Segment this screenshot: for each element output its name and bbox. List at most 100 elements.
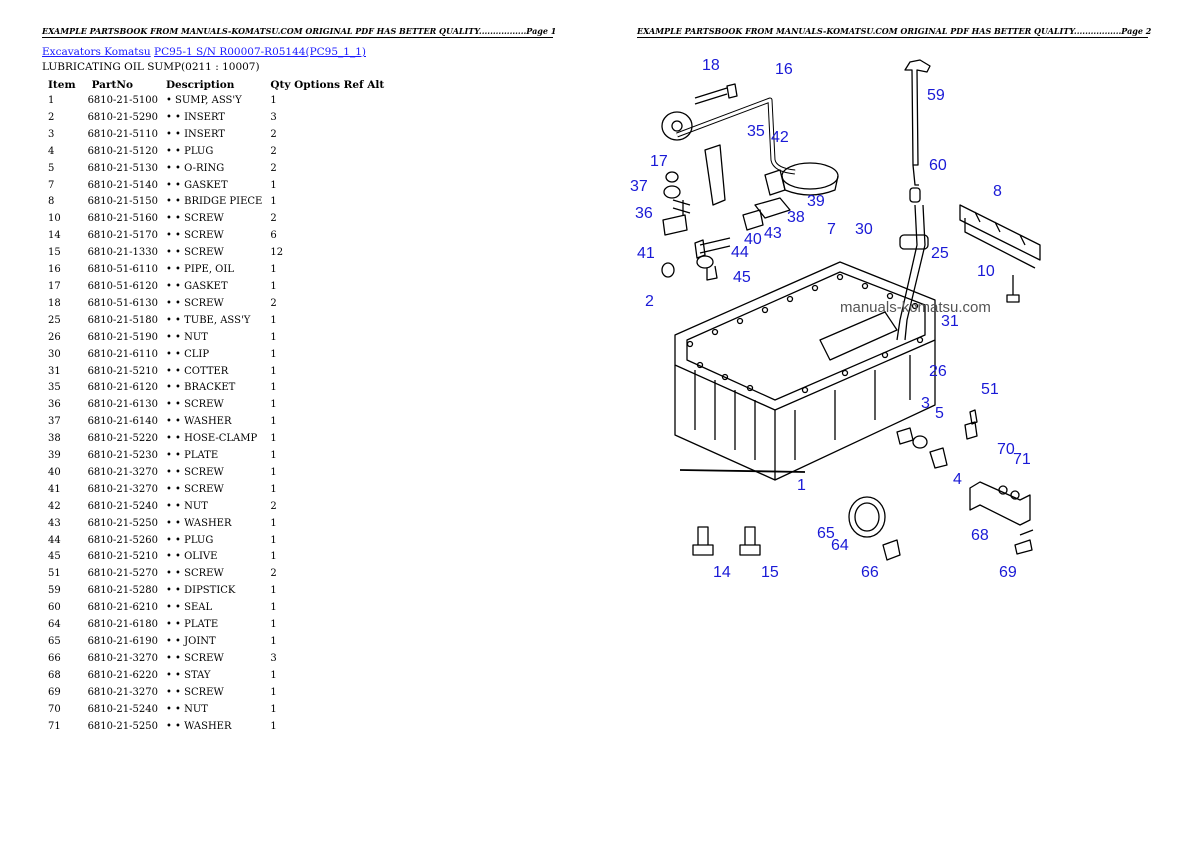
joint-plate-drawing	[848, 496, 886, 538]
callout-label: 31	[941, 313, 959, 330]
cell-description: • • NUT	[165, 500, 208, 512]
cell-description: • • SCREW	[165, 297, 224, 309]
cell-partno: 6810-21-3270	[87, 652, 158, 664]
callout-label: 66	[861, 564, 879, 581]
cell-description: • • CLIP	[165, 348, 210, 360]
cell-qty: 1	[270, 585, 277, 597]
cell-item: 65	[48, 636, 61, 647]
callout-label: 35	[747, 123, 765, 140]
cell-item: 59	[48, 585, 61, 597]
cell-qty: 2	[270, 297, 277, 309]
cell-item: 30	[48, 348, 61, 360]
cell-description: • • SCREW	[165, 466, 224, 478]
table-header-row: Item PartNo Description Qty Options Ref …	[44, 77, 388, 93]
tube-25-drawing	[896, 204, 926, 341]
cell-qty: 2	[270, 500, 277, 512]
cell-qty: 1	[270, 686, 277, 698]
cell-item: 14	[48, 230, 61, 242]
cell-qty: 1	[270, 703, 277, 715]
cell-description: • • GASKET	[165, 179, 228, 191]
cell-item: 60	[48, 602, 61, 614]
breadcrumb-link-excavators[interactable]: Excavators Komatsu	[42, 46, 151, 58]
cell-qty: 1	[270, 551, 277, 563]
callout-label: 64	[831, 537, 849, 554]
cell-partno: 6810-21-5240	[87, 703, 158, 715]
cell-qty: 1	[270, 534, 277, 546]
cell-partno: 6810-21-5100	[87, 95, 158, 106]
cell-partno: 6810-21-5210	[87, 551, 158, 563]
cell-qty: 6	[270, 230, 277, 242]
cell-item: 37	[48, 416, 61, 428]
callout-label: 70	[997, 441, 1015, 458]
cell-description: • • TUBE, ASS'Y	[165, 314, 251, 326]
cell-description: • • SCREW	[165, 230, 224, 242]
page-1: EXAMPLE PARTSBOOK FROM MANUALS-KOMATSU.C…	[42, 26, 556, 732]
cell-partno: 6810-51-6130	[87, 297, 158, 309]
callout-label: 26	[929, 363, 947, 380]
breadcrumb-link-model[interactable]: PC95-1 S/N R00007-R05144(PC95_1_1)	[154, 46, 366, 58]
cell-partno: 6810-21-6120	[87, 382, 158, 394]
cell-qty: 2	[270, 128, 277, 140]
cell-description: • • JOINT	[165, 636, 216, 647]
cell-item: 8	[48, 196, 55, 208]
cell-description: • • NUT	[165, 331, 208, 343]
cell-item: 35	[48, 382, 61, 394]
cell-qty: 1	[270, 264, 277, 276]
cell-qty: 1	[270, 179, 277, 191]
plate-39-drawing	[754, 197, 791, 219]
cell-item: 38	[48, 433, 61, 445]
callout-label: 65	[817, 525, 835, 542]
cell-partno: 6810-21-5120	[87, 145, 158, 157]
callout-label: 17	[650, 153, 668, 170]
cell-qty: 1	[270, 602, 277, 614]
hose-clamp-38-drawing	[742, 209, 764, 231]
cell-qty: 1	[270, 720, 277, 732]
callout-label: 1	[797, 477, 806, 494]
callout-label: 3	[921, 395, 930, 412]
cell-description: • • INSERT	[165, 128, 225, 140]
cell-partno: 6810-21-5260	[87, 534, 158, 546]
cell-partno: 6810-21-6220	[87, 669, 158, 681]
cell-description: • • SCREW	[165, 247, 224, 259]
cell-item: 2	[48, 111, 55, 123]
cell-item: 4	[48, 145, 55, 157]
cell-description: • • COTTER	[165, 365, 229, 377]
col-header-partno: PartNo	[91, 79, 133, 91]
cell-qty: 2	[270, 145, 277, 157]
screw-15-drawing	[739, 526, 761, 556]
cell-qty: 1	[270, 196, 277, 208]
bridge-piece-drawing	[959, 204, 1041, 269]
cell-qty: 1	[270, 314, 277, 326]
cell-item: 3	[48, 128, 55, 140]
cell-item: 44	[48, 534, 61, 546]
pipe-flange-drawing	[661, 111, 693, 141]
cell-qty: 1	[270, 382, 277, 394]
cell-item: 1	[48, 95, 55, 106]
callout-label: 37	[630, 178, 648, 195]
page-header: EXAMPLE PARTSBOOK FROM MANUALS-KOMATSU.C…	[637, 26, 1152, 38]
cell-description: • • SCREW	[165, 399, 224, 411]
cell-item: 5	[48, 162, 55, 174]
cell-item: 68	[48, 669, 61, 681]
callout-label: 51	[981, 381, 999, 398]
cell-description: • • SCREW	[165, 213, 224, 225]
cell-partno: 6810-21-5270	[87, 568, 158, 580]
cell-partno: 6810-51-6110	[87, 264, 158, 276]
col-header-item: Item	[48, 79, 76, 91]
